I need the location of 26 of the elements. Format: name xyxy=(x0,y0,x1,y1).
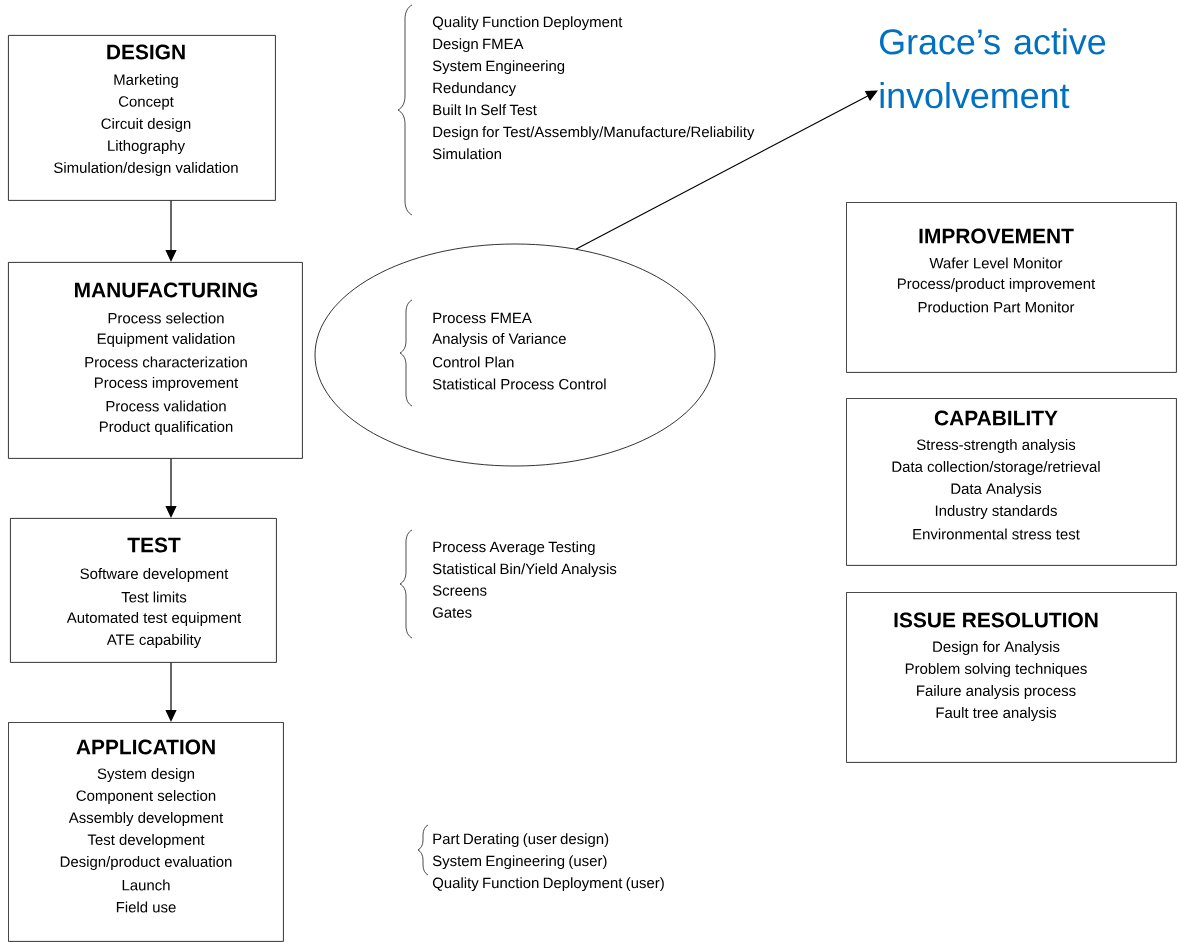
list-item: System Engineering xyxy=(432,60,565,75)
arrow xyxy=(165,662,177,722)
arrow xyxy=(165,200,177,262)
list-item: Design for Test/Assembly/Manufacture/Reliability xyxy=(433,126,755,141)
arrow xyxy=(165,458,177,518)
annotation-text: Grace’s active involvement xyxy=(880,28,1106,109)
stage-box: CAPABILITY Stress-strength analysis Data collection/storage/retrieval Data Analysis Industry standards Environmental stress test xyxy=(846,398,1177,566)
list-item: Built In Self Test xyxy=(433,104,537,116)
stage-box: MANUFACTURING Process selection Equipment validation Process characterization Process improvement Process validation Product qualification xyxy=(8,262,303,459)
stage-box: DESIGN Marketing Concept Circuit design Lithography Simulation/design validation xyxy=(8,35,276,201)
stage-box: APPLICATION System design Component selection Assembly development Test development Design/product evaluation Launch Field use xyxy=(8,722,284,942)
list-item: System Engineering (user) xyxy=(432,855,607,870)
list-item: Part Derating (user design) xyxy=(433,833,609,848)
stage-box: IMPROVEMENT Wafer Level Monitor Process/product improvement Production Part Monitor xyxy=(846,202,1177,373)
stage-box: TEST Software development Test limits Automated test equipment ATE capability xyxy=(10,518,277,663)
list-item: Process Average Testing xyxy=(433,541,595,556)
list-item: Screens xyxy=(432,585,487,596)
list-item: Quality Function Deployment (user) xyxy=(432,877,664,892)
stage-box: ISSUE RESOLUTION Design for Analysis Problem solving techniques Failure analysis process Fault tree analysis xyxy=(846,592,1177,763)
arrow xyxy=(575,90,878,250)
list-item: Statistical Bin/Yield Analysis xyxy=(432,563,617,578)
list-item: Redundancy xyxy=(433,82,517,97)
list-item: Gates xyxy=(432,607,472,618)
list-item: Simulation xyxy=(432,148,501,160)
list-item: Quality Function Deployment xyxy=(432,16,623,31)
list-item: Design FMEA xyxy=(433,38,524,53)
